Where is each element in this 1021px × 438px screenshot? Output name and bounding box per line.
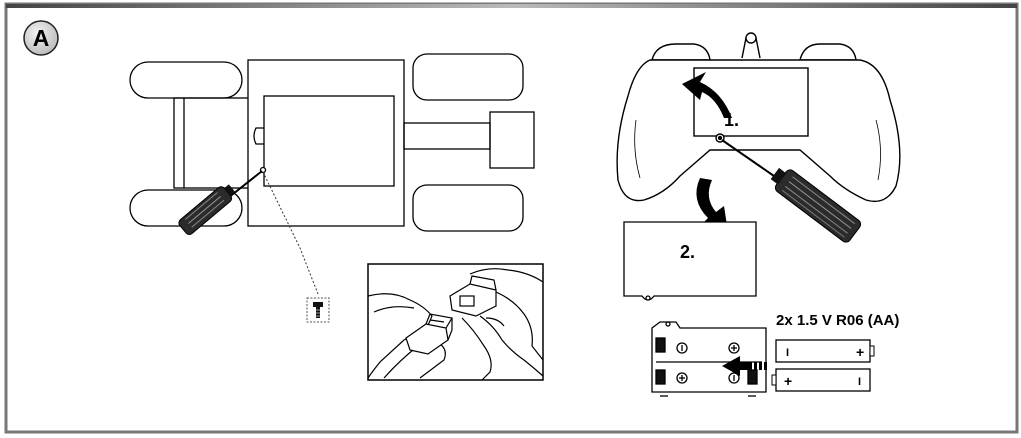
controller-illustration	[616, 32, 901, 203]
battery-holder	[651, 321, 767, 397]
removed-battery-cover	[623, 221, 757, 301]
insert-arrow-icon	[722, 356, 767, 376]
wheel-front-right	[412, 53, 524, 101]
screw-icon	[306, 297, 330, 323]
battery-spec: 2x 1.5 V R06 (AA)	[776, 312, 899, 329]
step2-label: 2.	[680, 242, 695, 262]
screwdriver-right-icon	[721, 139, 862, 243]
arrow-step1-icon	[682, 72, 732, 118]
battery-bottom-plus: +	[784, 373, 792, 389]
battery-bottom: + I	[771, 368, 871, 392]
controller-battery-compartment	[693, 67, 809, 137]
panel-label: A	[33, 25, 50, 51]
screwdriver-left-icon	[178, 170, 263, 236]
battery-top-minus: I	[786, 347, 789, 359]
connector-illustration	[367, 263, 544, 381]
step1-label: 1.	[724, 110, 739, 130]
wheel-rear-right	[412, 184, 524, 232]
panel-badge: A	[23, 20, 59, 56]
battery-top-plus: +	[856, 344, 864, 360]
arrow-step2-icon	[696, 178, 728, 232]
screw-leader-line	[262, 171, 319, 295]
battery-bottom-minus: I	[858, 376, 861, 388]
battery-cover	[263, 95, 395, 187]
vehicle-top-view	[129, 53, 535, 232]
battery-top: I +	[775, 339, 875, 363]
